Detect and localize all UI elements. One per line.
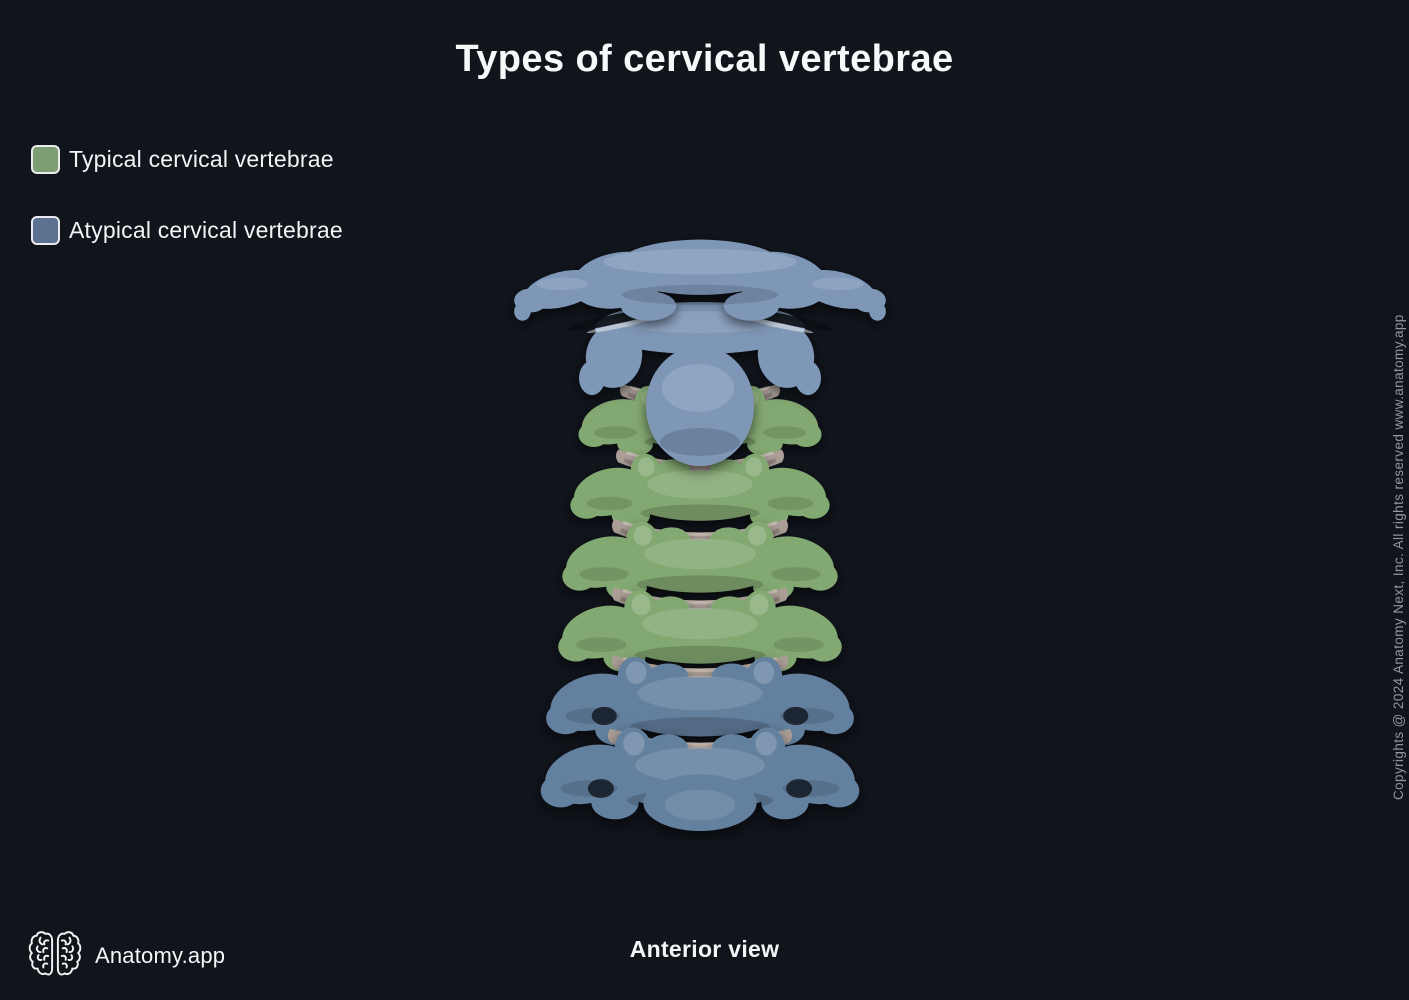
legend-label-atypical: Atypical cervical vertebrae [69,217,343,243]
brain-icon [28,927,82,985]
legend-item-typical: Typical cervical vertebrae [31,145,334,174]
brand-footer: Anatomy.app [28,927,225,985]
atypical-vertebra-lower-1 [544,653,856,745]
legend-label-typical: Typical cervical vertebrae [69,146,334,172]
copyright-text: Copyrights @ 2024 Anatomy Next, Inc. All… [1391,314,1406,800]
page-title: Types of cervical vertebrae [455,38,954,80]
typical-vertebra-3 [560,518,840,601]
atlas-vertebra [514,239,886,321]
brand-name: Anatomy.app [95,943,226,968]
view-caption: Anterior view [629,936,780,962]
typical-vertebra-4 [556,587,844,672]
atypical-vertebra-lower-2 [538,724,861,831]
cervical-spine-illustration [490,220,910,840]
legend-item-atypical: Atypical cervical vertebrae [31,216,343,245]
atypical-color-swatch [31,216,60,245]
typical-color-swatch [31,145,60,174]
axis-vertebra [579,302,821,466]
spine-svg [514,239,886,831]
